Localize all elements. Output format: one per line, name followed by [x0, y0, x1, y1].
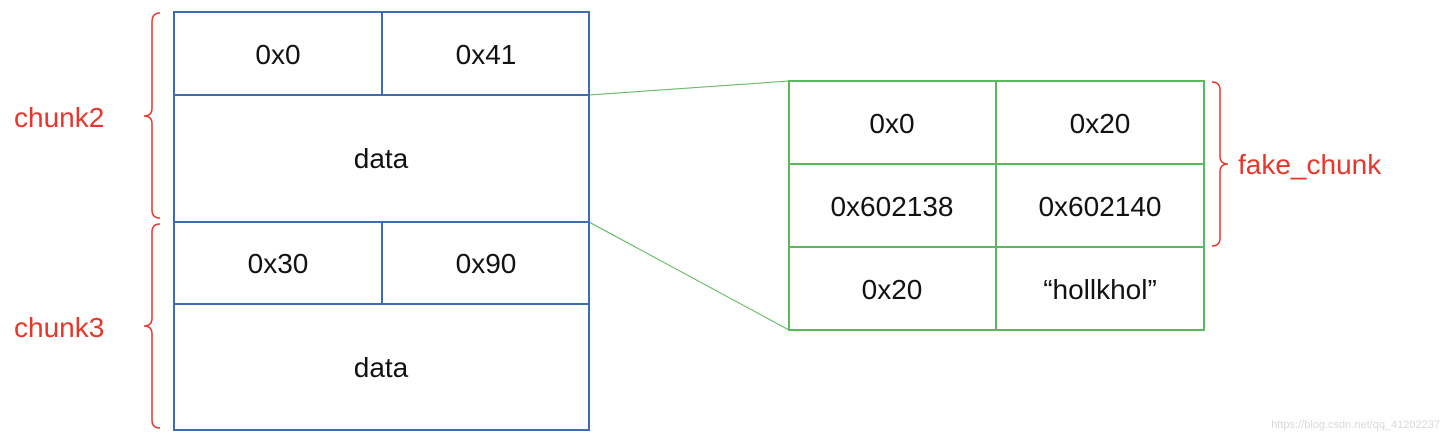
fake-cell-1-1: 0x602140 — [1038, 191, 1161, 222]
connector-top — [588, 80, 790, 96]
fake-cell-0-1: 0x20 — [1070, 108, 1131, 139]
fake-cell-2-1: “hollkhol” — [1043, 274, 1157, 305]
chunk3-label: chunk3 — [14, 312, 104, 343]
connector-bottom — [588, 221, 790, 331]
fake-chunk-label: fake_chunk — [1238, 149, 1382, 180]
chunk2-data: data — [354, 143, 409, 174]
fake-cell-2-0: 0x20 — [862, 274, 923, 305]
fake-chunk-brace — [1211, 81, 1229, 247]
chunk3-data: data — [354, 352, 409, 383]
fake-cell-1-0: 0x602138 — [830, 191, 953, 222]
chunk3-brace — [143, 223, 161, 429]
chunk2-prev-size: 0x0 — [255, 39, 300, 70]
chunk2-label: chunk2 — [14, 102, 104, 133]
chunk-column — [173, 11, 590, 431]
chunk3-prev-size: 0x30 — [248, 248, 309, 279]
fake-chunk-table — [788, 80, 1205, 331]
watermark: https://blog.csdn.net/qq_41202237 — [1271, 419, 1440, 431]
fake-cell-0-0: 0x0 — [869, 108, 914, 139]
chunk3-size: 0x90 — [456, 248, 517, 279]
chunk2-size: 0x41 — [456, 39, 517, 70]
chunk2-brace — [143, 12, 161, 219]
